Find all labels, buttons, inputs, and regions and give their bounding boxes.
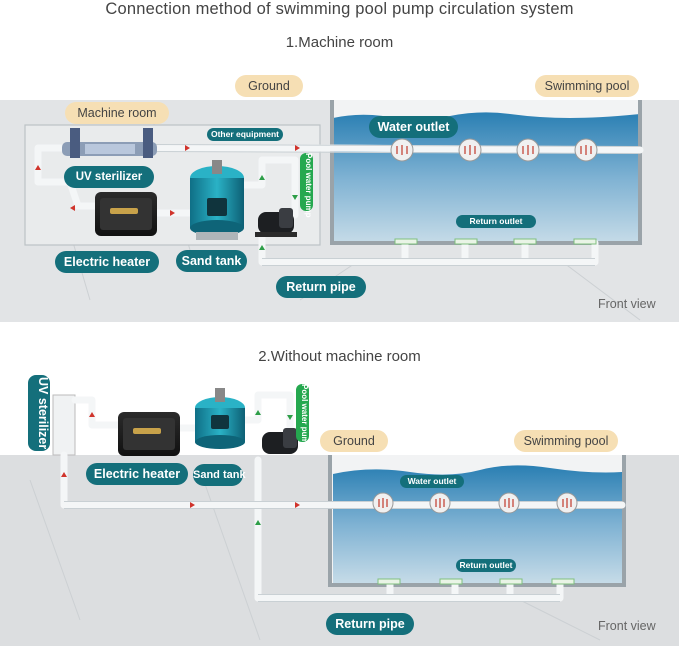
sand-tank-label-1: Sand tank	[176, 250, 247, 272]
pool-label-2: Swimming pool	[514, 430, 618, 452]
pipe-edges-section-2	[64, 501, 622, 602]
uv-sterilizer-device-1	[62, 128, 157, 158]
return-pipe-label-1: Return pipe	[276, 276, 366, 298]
flow-arrows-section-1	[35, 145, 300, 216]
electric-heater-device-2	[118, 412, 180, 456]
return-pipe-label-2: Return pipe	[326, 613, 414, 635]
return-outlets-section-2	[377, 578, 575, 585]
uv-sterilizer-label-2: UV sterilizer	[28, 375, 50, 451]
pool-pump-device-1	[255, 208, 297, 237]
uv-sterilizer-device-2	[52, 394, 76, 456]
water-outlet-label-2: Water outlet	[400, 475, 464, 488]
water-outlets-section-1	[390, 138, 598, 162]
uv-sterilizer-label-1: UV sterilizer	[64, 166, 154, 188]
green-arrows-section-2	[255, 410, 293, 525]
electric-heater-label-2: Electric heater	[86, 463, 188, 485]
ground-label-1: Ground	[235, 75, 303, 97]
section-1-heading: 1.Machine room	[285, 34, 394, 51]
other-equipment-label: Other equipment	[207, 128, 283, 141]
return-outlet-label-2: Return outlet	[456, 559, 516, 572]
pool-section-2	[328, 455, 626, 587]
return-outlets-section-1	[394, 238, 597, 245]
pool-pump-label-2: Pool water pump	[296, 384, 309, 448]
pool-pump-label-1: Pool water pump	[300, 153, 313, 217]
machine-room-label: Machine room	[65, 102, 169, 124]
pool-label-1: Swimming pool	[535, 75, 639, 97]
sand-tank-device-2	[195, 388, 245, 449]
electric-heater-label-1: Electric heater	[55, 251, 159, 273]
section-2-heading: 2.Without machine room	[258, 348, 421, 365]
water-outlets-section-2	[372, 492, 578, 514]
sand-tank-label-2: Sand tank	[193, 464, 246, 486]
ground-label-2: Ground	[320, 430, 388, 452]
sand-tank-device-1	[190, 160, 244, 240]
front-view-label-2: Front view	[598, 619, 656, 633]
return-outlet-label-1: Return outlet	[456, 215, 536, 228]
front-view-label-1: Front view	[598, 297, 656, 311]
pool-pump-device-2	[262, 428, 298, 454]
electric-heater-device-1	[95, 192, 157, 236]
green-arrows-section-1	[259, 175, 298, 250]
water-outlet-label-1: Water outlet	[369, 116, 458, 138]
page-title: Connection method of swimming pool pump …	[105, 0, 574, 18]
flow-arrows-section-2	[61, 412, 300, 508]
